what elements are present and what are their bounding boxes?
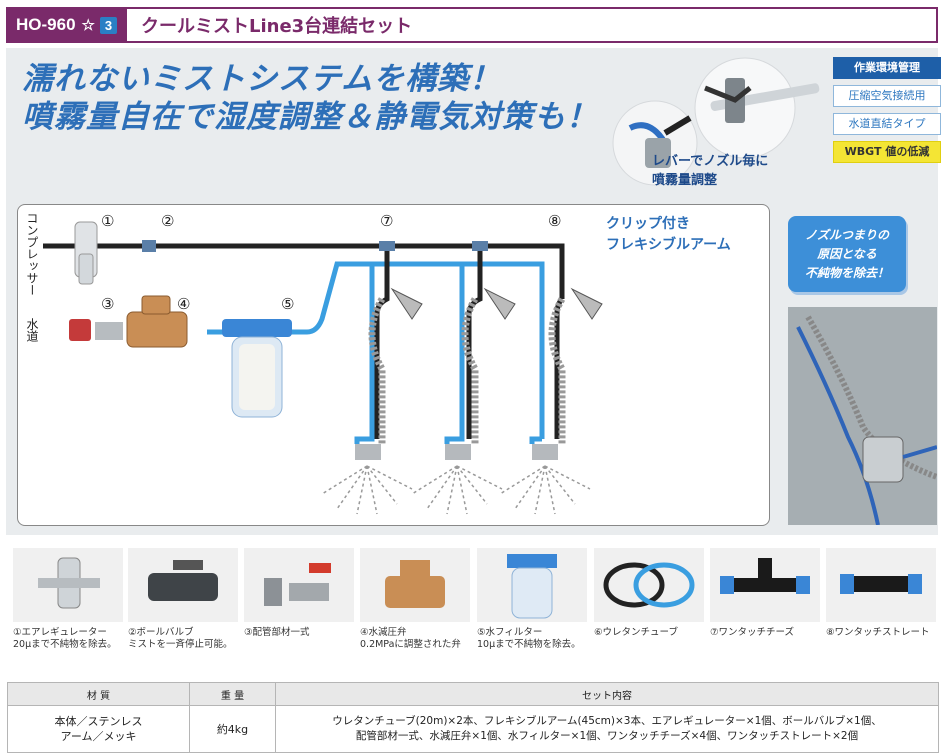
lever-caption-line-1: レバーでノズル毎に — [652, 154, 769, 169]
part-caption-1-desc: 20μまで不純物を除去。 — [13, 639, 117, 650]
lever-caption-line-2: 噴霧量調整 — [652, 173, 718, 188]
contents-line-2: 配管部材一式、水減圧弁×1個、水フィルター×1個、ワンタッチチーズ×4個、ワンタ… — [355, 730, 859, 742]
clip-arm-label: クリップ付き フレキシブルアーム — [606, 214, 731, 256]
part-photo-pressure-reducer — [360, 548, 470, 622]
contents-line-1: ウレタンチューブ(20m)×2本、フレキシブルアーム(45cm)×3本、エアレギ… — [332, 715, 882, 727]
water-supply-label: 水道 — [25, 318, 39, 342]
part-caption-8-name: ⑧ワンタッチストレート — [826, 627, 930, 638]
diagram-number-5: ⑤ — [281, 295, 295, 313]
star-icon: ☆ — [81, 17, 95, 34]
part-caption-2-name: ②ボールバルブ — [128, 627, 194, 638]
material-line-1: 本体／ステンレス — [54, 715, 143, 728]
part-photo-straight-fitting — [826, 548, 936, 622]
headline-line-1: 濡れないミストシステムを構築！ — [22, 61, 502, 97]
part-photo-air-regulator — [13, 548, 123, 622]
part-caption-7: ⑦ワンタッチチーズ — [710, 627, 794, 639]
category-tags: 作業環境管理 圧縮空気接続用 水道直結タイプ WBGT 値の低減 — [833, 57, 941, 169]
cell-contents: ウレタンチューブ(20m)×2本、フレキシブルアーム(45cm)×3本、エアレギ… — [275, 705, 939, 753]
product-code-block: HO-960 ☆ 3 — [8, 9, 127, 41]
part-caption-5-desc: 10μまで不純物を除去。 — [477, 639, 581, 650]
part-caption-7-name: ⑦ワンタッチチーズ — [710, 627, 795, 638]
diagram-number-7: ⑦ — [380, 212, 394, 230]
filter-badge: ノズルつまりの 原因となる 不純物を除去！ — [788, 216, 906, 292]
part-caption-1-name: ①エアレギュレーター — [13, 627, 107, 638]
spec-table-row: 本体／ステンレス アーム／メッキ 約4kg ウレタンチューブ(20m)×2本、フ… — [7, 705, 939, 753]
headline: 濡れないミストシステムを構築！ 噴霧量自在で湿度調整＆静電気対策も！ — [22, 60, 598, 136]
diagram-number-8: ⑧ — [548, 212, 562, 230]
part-caption-6-name: ⑥ウレタンチューブ — [594, 627, 678, 638]
part-photo-tee-fitting — [710, 548, 820, 622]
tag-work-environment: 作業環境管理 — [833, 57, 941, 79]
compressor-label: コンプレッサー — [25, 212, 39, 296]
piping-diagram — [43, 221, 603, 515]
tag-water-direct: 水道直結タイプ — [833, 113, 941, 135]
part-caption-4-desc: 0.2MPaに調整された弁 — [360, 639, 461, 650]
product-code: HO-960 — [16, 15, 76, 34]
diagram-number-2: ② — [161, 212, 175, 230]
filter-badge-line-2: 原因となる — [817, 246, 877, 261]
part-caption-3: ③配管部材一式 — [244, 627, 310, 639]
diagram-number-4: ④ — [177, 295, 191, 313]
header-weight: 重 量 — [189, 682, 276, 706]
tag-compressed-air: 圧縮空気接続用 — [833, 85, 941, 107]
headline-line-2: 噴霧量自在で湿度調整＆静電気対策も！ — [22, 99, 598, 135]
part-caption-2: ②ボールバルブミストを一斉停止可能。 — [128, 627, 233, 651]
clip-arm-label-line-2: フレキシブルアーム — [606, 237, 731, 253]
lever-photo — [612, 57, 820, 186]
filter-badge-line-1: ノズルつまりの — [804, 227, 889, 242]
tag-wbgt: WBGT 値の低減 — [833, 141, 941, 163]
cell-material: 本体／ステンレス アーム／メッキ — [7, 705, 190, 753]
product-title: クールミストLine3台連結セット — [140, 16, 413, 37]
part-caption-6: ⑥ウレタンチューブ — [594, 627, 678, 639]
filter-badge-line-3: 不純物を除去！ — [804, 265, 889, 280]
installation-photo — [788, 307, 939, 526]
product-header: HO-960 ☆ 3 クールミストLine3台連結セット — [6, 7, 938, 43]
cell-weight: 約4kg — [189, 705, 276, 753]
part-caption-8: ⑧ワンタッチストレート — [826, 627, 930, 639]
spec-table-header-row: 材 質 重 量 セット内容 — [7, 682, 939, 706]
spec-table: 材 質 重 量 セット内容 本体／ステンレス アーム／メッキ 約4kg ウレタン… — [7, 682, 939, 753]
lever-caption: レバーでノズル毎に 噴霧量調整 — [652, 152, 768, 190]
product-number-badge: 3 — [99, 16, 117, 34]
clip-arm-label-line-1: クリップ付き — [606, 216, 690, 232]
diagram-number-3: ③ — [101, 295, 115, 313]
material-line-2: アーム／メッキ — [60, 730, 137, 743]
part-caption-2-desc: ミストを一斉停止可能。 — [128, 639, 233, 650]
part-caption-5-name: ⑤水フィルター — [477, 627, 543, 638]
diagram-number-1: ① — [101, 212, 115, 230]
header-contents: セット内容 — [275, 682, 939, 706]
part-photo-urethane-tube — [594, 548, 704, 622]
part-photo-water-filter — [477, 548, 587, 622]
part-photo-fittings — [244, 548, 354, 622]
part-photo-ball-valve — [128, 548, 238, 622]
system-diagram — [17, 204, 770, 526]
part-caption-3-name: ③配管部材一式 — [244, 627, 310, 638]
part-caption-4-name: ④水減圧弁 — [360, 627, 407, 638]
header-material: 材 質 — [7, 682, 190, 706]
